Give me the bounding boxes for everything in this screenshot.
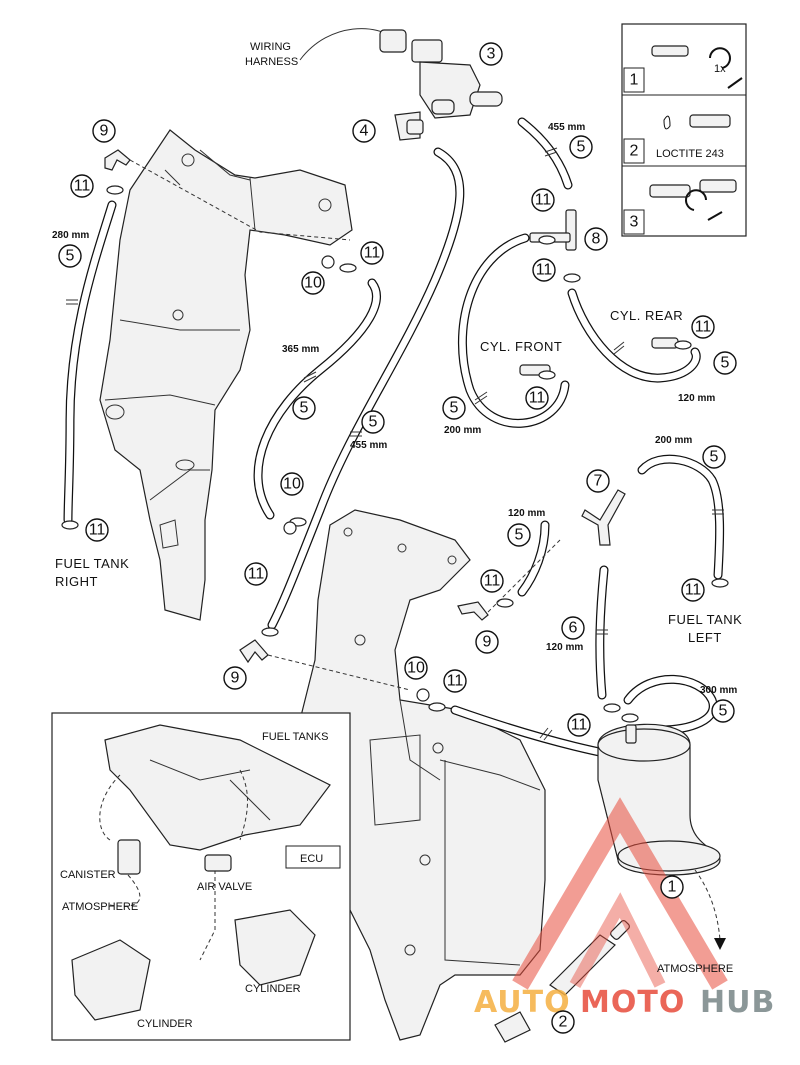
y-piece (581, 489, 626, 546)
callout-11: 11 (529, 390, 546, 407)
label-cyl-rear: CYL. REAR (610, 308, 683, 323)
atmosphere-pipe (494, 920, 630, 1043)
dim-120-rear: 120 mm (678, 393, 715, 404)
callout-11: 11 (695, 319, 712, 336)
callout-1: 1 (668, 879, 677, 896)
callout-9: 9 (231, 670, 240, 687)
dim-120-elbow: 120 mm (508, 508, 545, 519)
callout-9: 9 (100, 123, 109, 140)
spacers (283, 255, 430, 702)
callout-11: 11 (89, 522, 106, 539)
callout-11: 11 (571, 717, 588, 734)
inset-label-atmosphere: ATMOSPHERE (62, 901, 138, 913)
callout-5: 5 (710, 449, 719, 466)
atmosphere-arrow-icon (714, 938, 726, 950)
step-3-number: 3 (630, 214, 639, 231)
label-cyl-front: CYL. FRONT (480, 339, 562, 354)
callout-5: 5 (719, 703, 728, 720)
dim-365: 365 mm (282, 344, 319, 355)
watermark-moto: MOTO (580, 985, 685, 1020)
callout-11: 11 (364, 245, 381, 262)
label-wiring-harness-2: HARNESS (245, 56, 298, 68)
elbow-fittings (104, 149, 489, 664)
hose-clamps (61, 185, 729, 723)
callout-6: 6 (569, 620, 578, 637)
callout-numbers: 3 4 9 11 5 11 10 5 11 8 11 11 5 5 5 5 11… (66, 46, 730, 1031)
dim-200-left: 200 mm (655, 435, 692, 446)
callout-11: 11 (484, 573, 501, 590)
callout-2: 2 (559, 1014, 568, 1031)
callouts (58, 42, 737, 1034)
callout-5: 5 (577, 139, 586, 156)
callout-10: 10 (407, 660, 425, 677)
callout-11: 11 (535, 192, 552, 209)
callout-5: 5 (369, 414, 378, 431)
inset-label-canister: CANISTER (60, 869, 116, 881)
inset-label-cylinder-left: CYLINDER (137, 1018, 193, 1030)
inset-schematic (51, 712, 351, 1041)
callout-11: 11 (74, 178, 91, 195)
callout-5: 5 (300, 400, 309, 417)
callout-11: 11 (248, 566, 265, 583)
callout-11: 11 (536, 262, 553, 279)
callout-4: 4 (360, 123, 369, 140)
t-piece (529, 209, 577, 251)
step-1-number: 1 (630, 72, 639, 89)
inset-label-ecu: ECU (300, 853, 323, 865)
hoses (63, 117, 725, 765)
dim-300: 300 mm (700, 685, 737, 696)
bracket (394, 111, 424, 141)
label-1x: 1x (714, 63, 726, 75)
callout-11: 11 (685, 582, 702, 599)
callout-5: 5 (721, 355, 730, 372)
inset-label-cylinder-right: CYLINDER (245, 983, 301, 995)
fuel-tank-right-part (99, 129, 353, 621)
purge-valve (299, 28, 503, 119)
dim-120-hose6: 120 mm (546, 642, 583, 653)
assembly-steps-box (621, 23, 747, 237)
atmosphere-flow-line (694, 869, 721, 941)
label-wiring-harness-1: WIRING (250, 41, 291, 53)
inset-label-air-valve: AIR VALVE (197, 881, 252, 893)
callout-8: 8 (592, 231, 601, 248)
label-fuel-tank-right-2: RIGHT (55, 574, 98, 589)
inset-label-fuel-tanks: FUEL TANKS (262, 731, 328, 743)
callout-5: 5 (515, 527, 524, 544)
label-loctite: LOCTITE 243 (656, 148, 724, 160)
callout-9: 9 (483, 634, 492, 651)
label-fuel-tank-left-1: FUEL TANK (668, 612, 742, 627)
callout-5: 5 (66, 248, 75, 265)
dim-455-top: 455 mm (548, 122, 585, 133)
watermark-hub: HUB (700, 985, 775, 1020)
leader-lines (129, 159, 561, 691)
label-fuel-tank-left-2: LEFT (688, 630, 722, 645)
automotohub-watermark: AUTO MOTO HUB (474, 797, 775, 1020)
dim-455-long: 455 mm (350, 440, 387, 451)
callout-3: 3 (487, 46, 496, 63)
callout-10: 10 (304, 275, 322, 292)
callout-5: 5 (450, 400, 459, 417)
label-fuel-tank-right-1: FUEL TANK (55, 556, 129, 571)
step-2-number: 2 (630, 143, 639, 160)
dim-280: 280 mm (52, 230, 89, 241)
callout-10: 10 (283, 476, 301, 493)
dim-200-front: 200 mm (444, 425, 481, 436)
label-atmosphere: ATMOSPHERE (657, 963, 733, 975)
canister (597, 723, 721, 876)
watermark-auto: AUTO (474, 985, 571, 1020)
callout-7: 7 (594, 473, 603, 490)
hose-break-marks (66, 147, 724, 741)
callout-11: 11 (447, 673, 464, 690)
